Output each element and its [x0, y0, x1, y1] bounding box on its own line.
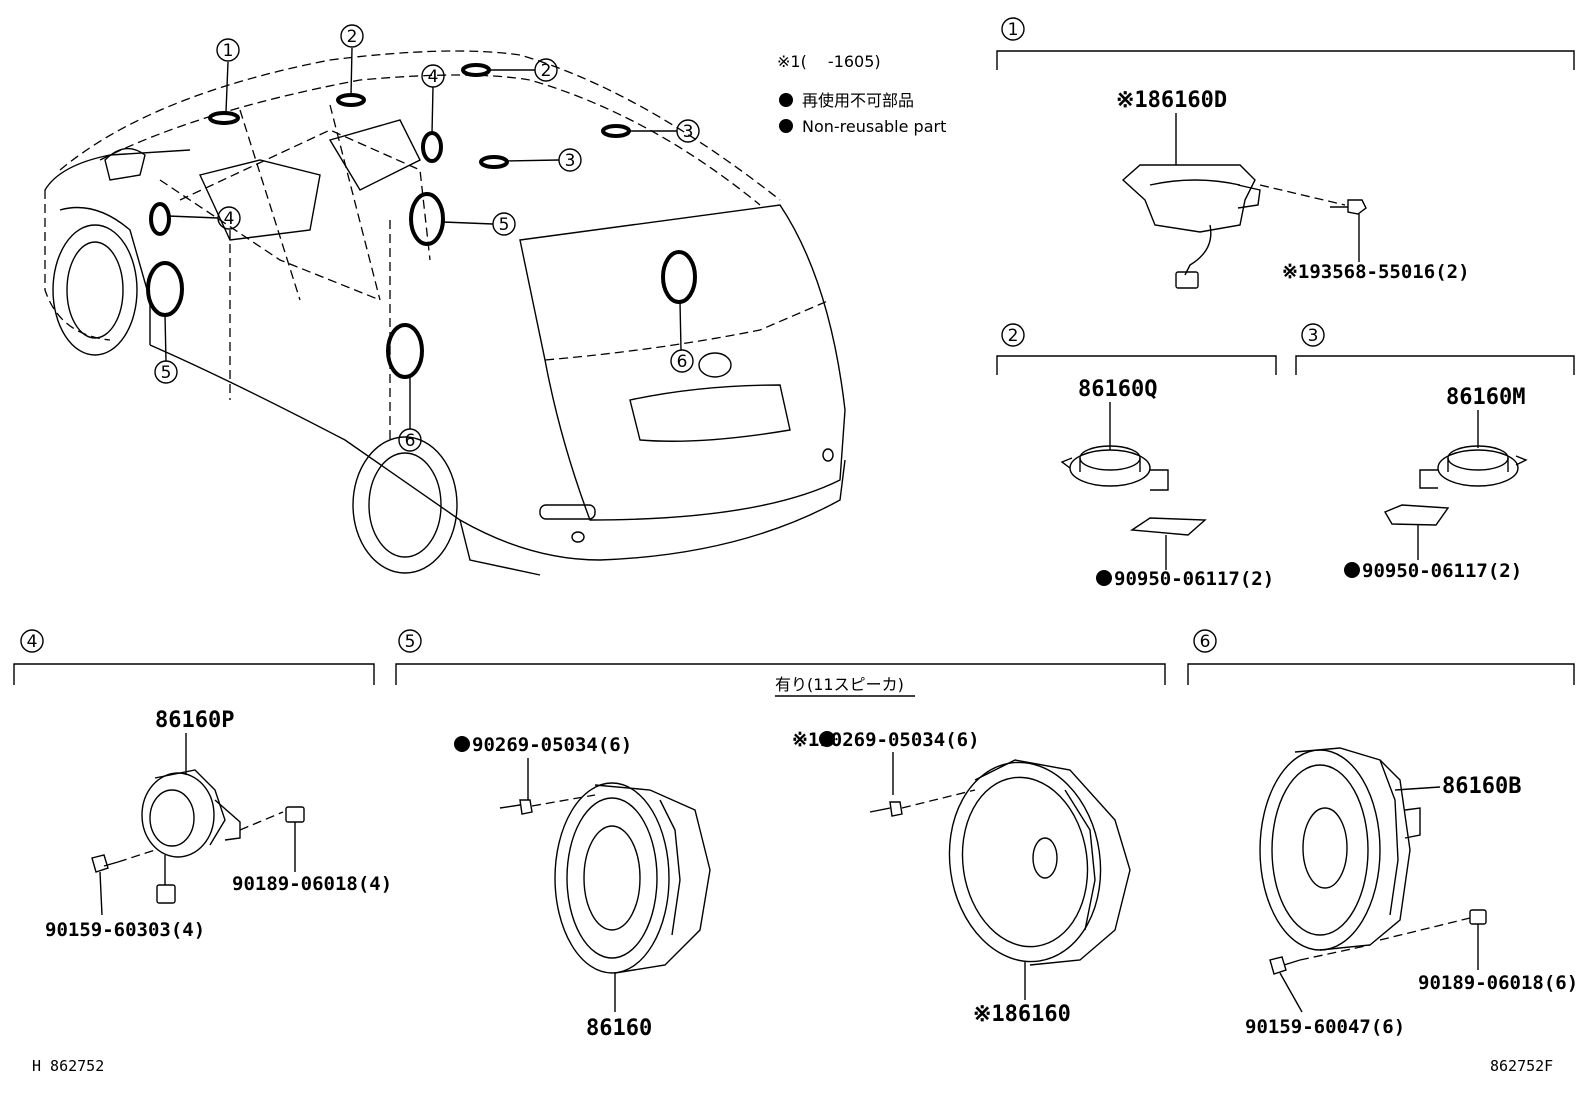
- ring-4b: [149, 202, 171, 236]
- legend-non-reusable-jp: 再使用不可部品: [802, 91, 914, 110]
- part-90269-05034: 90269-05034(6): [472, 734, 632, 756]
- ring-6b: [386, 323, 424, 379]
- part-86160B: 86160B: [1442, 774, 1521, 799]
- ring-4a: [421, 131, 443, 163]
- callout-4b: 4: [224, 209, 235, 229]
- vehicle-speaker-rings: [146, 63, 697, 379]
- callout-1: 1: [223, 41, 234, 61]
- part-86160-variant: ※186160: [973, 1002, 1071, 1027]
- callout-3a: 3: [683, 122, 694, 142]
- group-5: 5 有り(11スピーカ) 90269-05034(6) 86160 ※19026…: [395, 629, 1166, 1041]
- group-3-number: 3: [1308, 326, 1319, 346]
- group-4-number: 4: [27, 632, 38, 652]
- ring-3b: [479, 155, 509, 169]
- part-90950-06117-b: 90950-06117(2): [1362, 560, 1522, 582]
- group-5-number: 5: [405, 632, 416, 652]
- callout-6a: 6: [677, 352, 688, 372]
- footer-right-code: 862752F: [1490, 1057, 1553, 1075]
- footer-left-code: H 862752: [32, 1057, 104, 1075]
- ring-5b: [146, 261, 184, 317]
- part-90189-06018-4: 90189-06018(4): [232, 873, 392, 895]
- group-1-number: 1: [1008, 20, 1019, 40]
- ring-1: [208, 111, 240, 125]
- callout-5b: 5: [161, 363, 172, 383]
- group-2: 2 86160Q 90950-06117(2): [996, 323, 1277, 590]
- part-86160D: ※186160D: [1116, 88, 1227, 113]
- callout-6b: 6: [405, 431, 416, 451]
- part-93568-55016: ※193568-55016(2): [1282, 261, 1470, 283]
- ring-2a: [336, 93, 366, 107]
- callout-2b: 2: [541, 61, 552, 81]
- ring-5a: [409, 192, 445, 246]
- vehicle-outline: [44, 50, 846, 576]
- group-2-number: 2: [1008, 326, 1019, 346]
- ring-2b: [461, 63, 491, 77]
- callout-3b: 3: [565, 151, 576, 171]
- group-5-subtitle: 有り(11スピーカ): [775, 675, 904, 694]
- callout-5a: 5: [499, 215, 510, 235]
- part-90269-05034-variant: ※190269-05034(6): [792, 729, 980, 751]
- group-3: 3 86160M 90950-06117(2): [1295, 323, 1575, 582]
- vehicle-callouts: 1 2 2 3 3 4 4 5 5 6 6: [154, 24, 700, 452]
- group-4: 4 86160P 90189-06018(4) 90159-60303(4): [13, 629, 392, 941]
- part-90189-06018-6: 90189-06018(6): [1418, 972, 1578, 994]
- group-6-number: 6: [1200, 632, 1211, 652]
- part-90159-60047: 90159-60047(6): [1245, 1016, 1405, 1038]
- callout-4a: 4: [428, 67, 439, 87]
- part-86160Q: 86160Q: [1078, 377, 1157, 402]
- ring-6a: [661, 250, 697, 304]
- part-86160M: 86160M: [1446, 385, 1525, 410]
- legend-variant-note: ※1( -1605): [777, 52, 881, 71]
- group-1: 1 ※186160D ※193568-55016(2): [996, 17, 1575, 289]
- part-90950-06117-a: 90950-06117(2): [1114, 568, 1274, 590]
- legend: ※1( -1605) 再使用不可部品 Non-reusable part: [777, 52, 946, 136]
- callout-2a: 2: [347, 27, 358, 47]
- ring-3a: [601, 124, 631, 138]
- part-86160: 86160: [586, 1016, 652, 1041]
- group-6: 6 86160B 90189-06018(6) 90159-60047(6): [1187, 629, 1578, 1038]
- part-90159-60303: 90159-60303(4): [45, 919, 205, 941]
- legend-non-reusable-en: Non-reusable part: [802, 117, 946, 136]
- part-86160P: 86160P: [155, 708, 234, 733]
